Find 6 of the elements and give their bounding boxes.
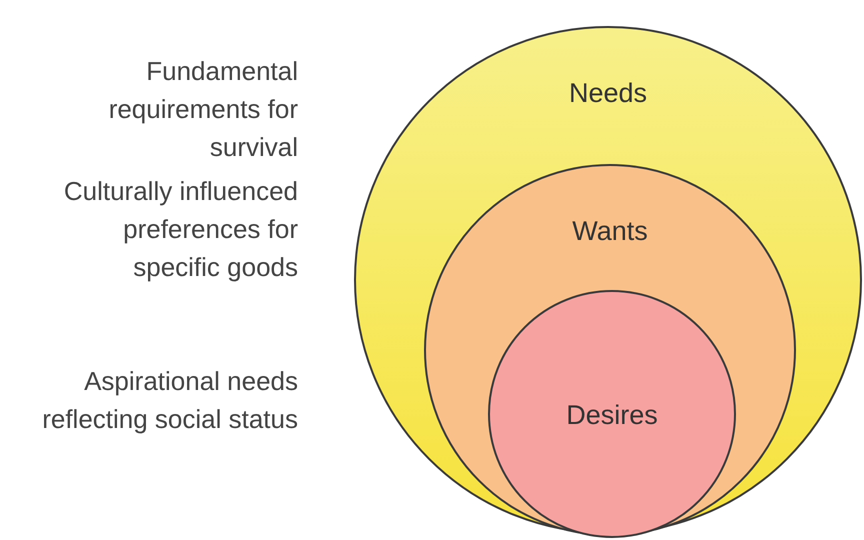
description-text: Aspirational needs reflecting social status xyxy=(41,365,298,436)
description-text: Fundamental requirements for survival xyxy=(108,55,298,164)
circle-label: Needs xyxy=(568,78,648,109)
circle-label: Wants xyxy=(572,216,648,247)
description-text: Culturally influenced preferences for specific goods xyxy=(62,175,298,284)
circle-label: Desires xyxy=(566,400,658,431)
